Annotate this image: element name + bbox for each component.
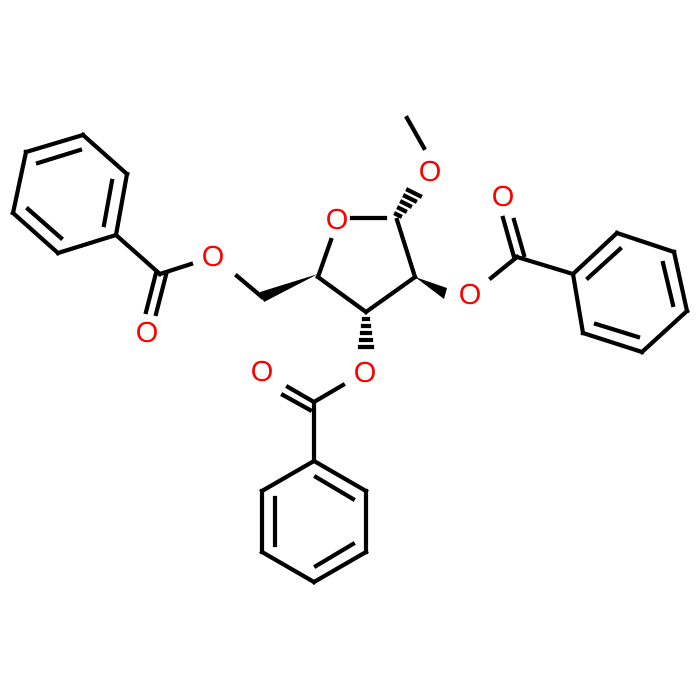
methoxy-oxygen: O	[419, 156, 442, 188]
o2-carbonyl-oxygen: O	[492, 181, 515, 213]
o3-carbonyl-oxygen: O	[251, 356, 274, 388]
o3-oxygen: O	[354, 357, 377, 389]
ring-oxygen: O	[326, 204, 349, 236]
methoxy-group	[393, 115, 427, 219]
hashed-bond-c1-o	[393, 187, 423, 219]
hashed-bond-c3-o3	[357, 316, 375, 350]
wedge-bond-c4-c5	[260, 274, 318, 302]
o5-oxygen: O	[202, 241, 225, 273]
benzoyl-2	[488, 215, 690, 355]
o5-carbonyl-oxygen: O	[136, 317, 159, 349]
o2-oxygen: O	[459, 279, 482, 311]
benzoyl-3	[259, 382, 369, 585]
wedge-bond-c2-o2	[415, 277, 447, 299]
benzoyl-5	[10, 132, 194, 317]
furanose-ring	[315, 215, 418, 315]
